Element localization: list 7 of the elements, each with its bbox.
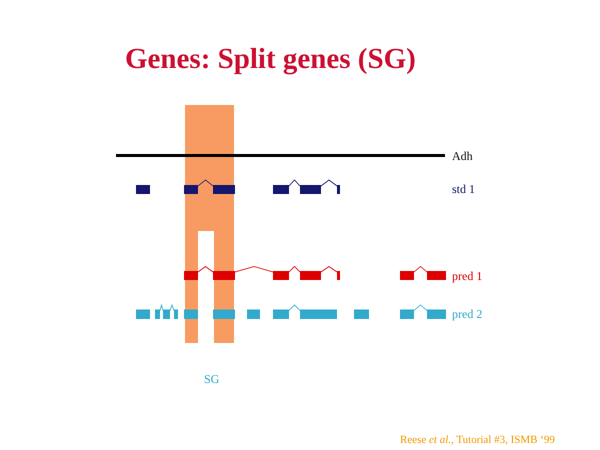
region-label: SG — [204, 373, 220, 385]
slide-title: Genes: Split genes (SG) — [125, 45, 416, 74]
gene-name-label: Adh — [452, 150, 473, 162]
track-label: std 1 — [452, 183, 476, 195]
citation: Reese et al., Tutorial #3, ISMB ‘99 — [400, 435, 555, 446]
track-label: pred 2 — [452, 308, 482, 320]
track-label: pred 1 — [452, 270, 482, 282]
